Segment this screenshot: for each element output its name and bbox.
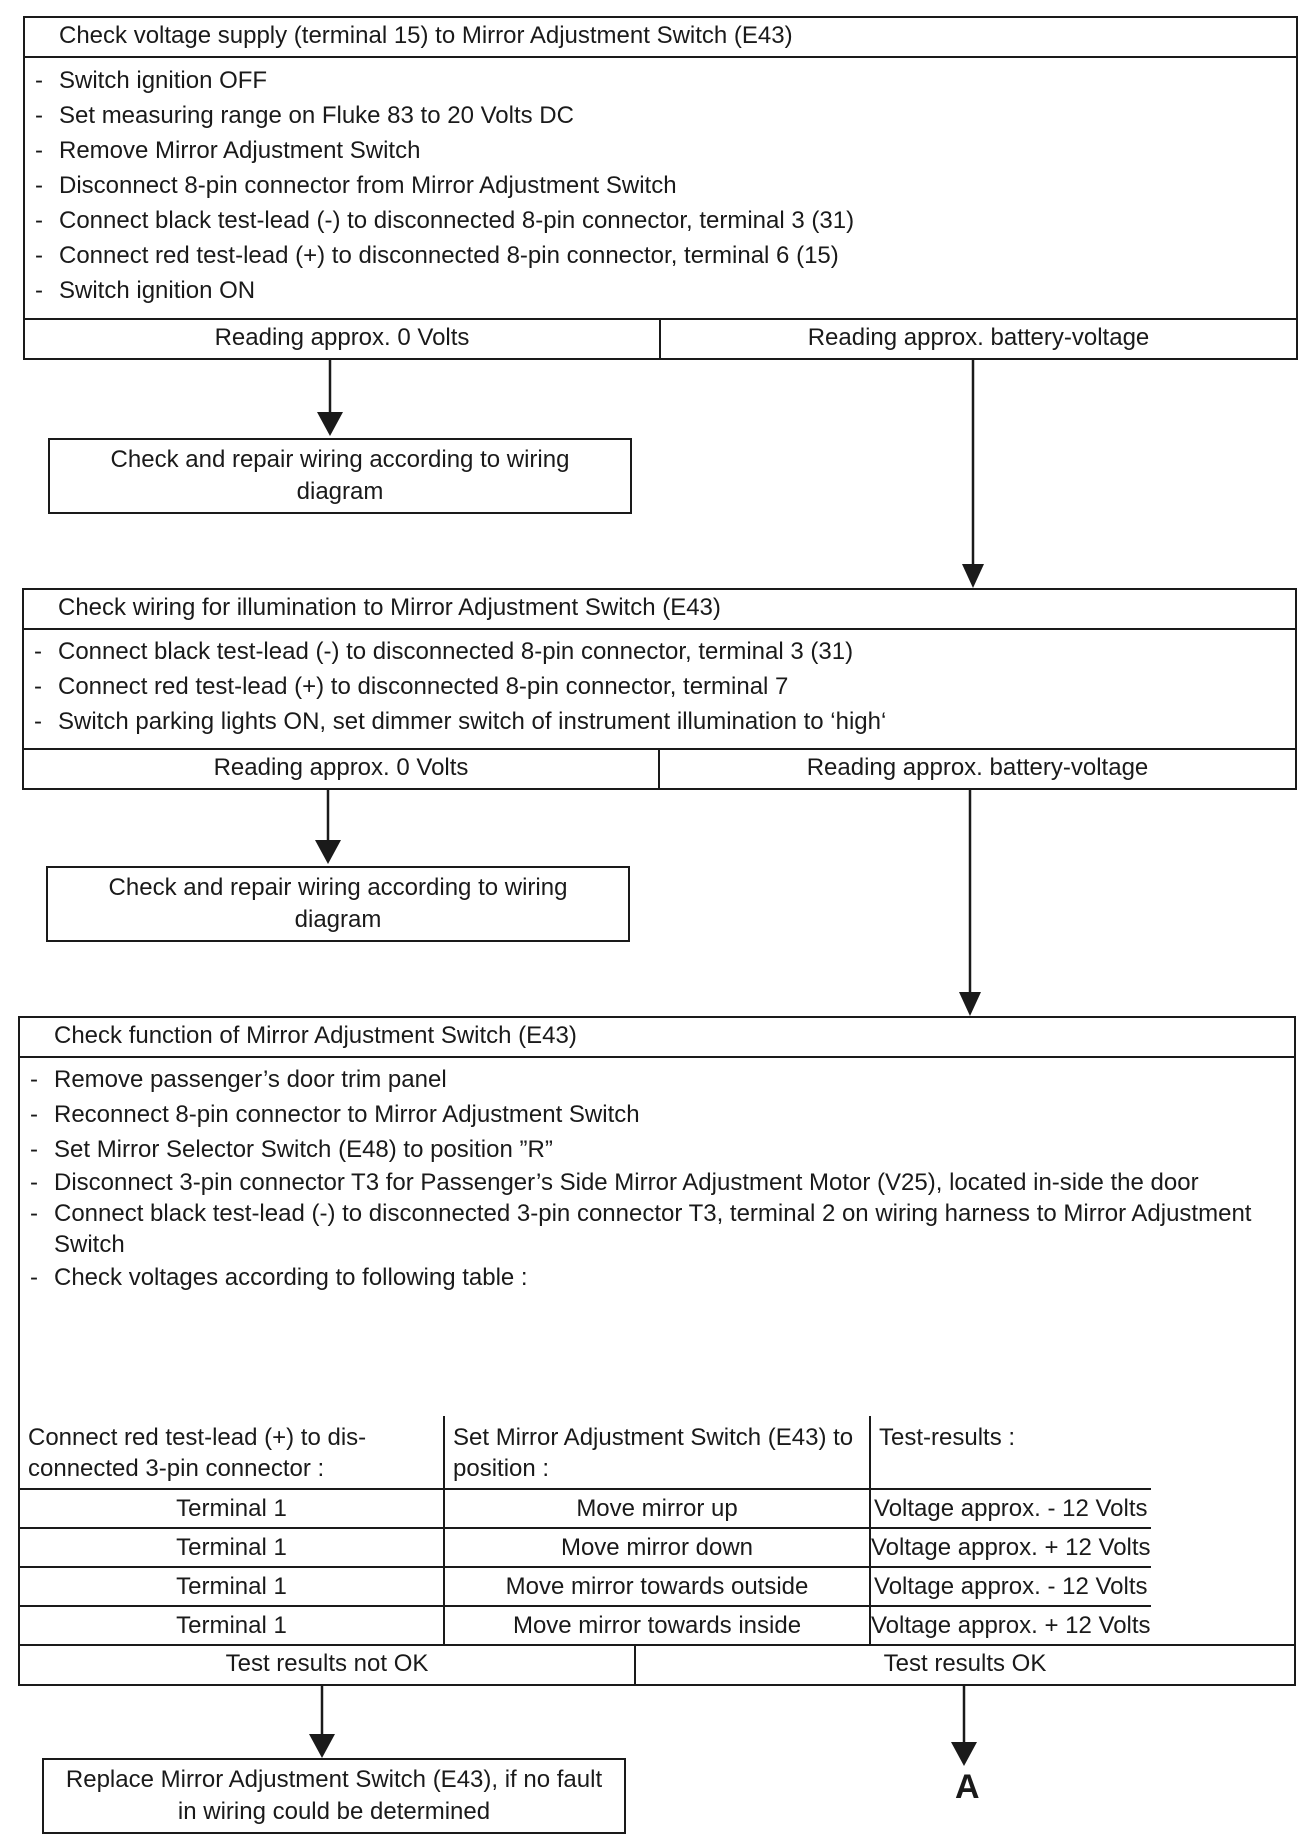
- column-header-terminal: Connect red test-lead (+) to dis-connect…: [20, 1416, 445, 1489]
- table-cell: Voltage approx. - 12 Volts: [870, 1488, 1151, 1528]
- voltage-supply-steps: Switch ignition OFF Set measuring range …: [25, 63, 1296, 308]
- step-item: Reconnect 8-pin connector to Mirror Adju…: [20, 1097, 1294, 1132]
- outcome-0-volts: Reading approx. 0 Volts: [25, 320, 661, 358]
- switch-function-steps: Remove passenger’s door trim panel Recon…: [20, 1062, 1294, 1295]
- table-row: Terminal 1 Move mirror down Voltage appr…: [20, 1527, 1151, 1567]
- repair-wiring-action-1: Check and repair wiring according to wir…: [48, 438, 632, 514]
- outcome-battery-voltage: Reading approx. battery-voltage: [807, 324, 1150, 351]
- step-item: Check voltages according to following ta…: [20, 1260, 1294, 1295]
- step-item: Remove passenger’s door trim panel: [20, 1062, 1294, 1097]
- step-item: Disconnect 8-pin connector from Mirror A…: [25, 168, 1296, 203]
- table-cell: Voltage approx. - 12 Volts: [870, 1566, 1151, 1606]
- column-header-position: Set Mirror Adjustment Switch (E43) to po…: [444, 1416, 871, 1489]
- step-item: Switch ignition ON: [25, 273, 1296, 308]
- voltage-supply-outcomes: Reading approx. 0 Volts Reading approx. …: [25, 318, 1296, 358]
- table-header-row: Connect red test-lead (+) to dis-connect…: [20, 1416, 1151, 1489]
- table-row: Terminal 1 Move mirror towards inside Vo…: [20, 1605, 1151, 1644]
- table-cell: Move mirror towards inside: [444, 1605, 871, 1644]
- table-cell: Terminal 1: [20, 1566, 445, 1606]
- table-row: Terminal 1 Move mirror up Voltage approx…: [20, 1488, 1151, 1528]
- step-item: Connect black test-lead (-) to disconnec…: [24, 634, 1295, 669]
- table-cell: Terminal 1: [20, 1605, 445, 1644]
- illumination-outcomes: Reading approx. 0 Volts Reading approx. …: [24, 748, 1295, 788]
- step-item: Connect black test-lead (-) to disconnec…: [20, 1198, 1294, 1260]
- outcome-battery-voltage: Reading approx. battery-voltage: [806, 754, 1149, 781]
- repair-wiring-action-2: Check and repair wiring according to wir…: [46, 866, 630, 942]
- table-cell: Voltage approx. + 12 Volts: [870, 1605, 1151, 1644]
- outcome-ok: Test results OK: [883, 1650, 1047, 1677]
- table-cell: Terminal 1: [20, 1527, 445, 1567]
- table-cell: Move mirror towards outside: [444, 1566, 871, 1606]
- table-cell: Move mirror down: [444, 1527, 871, 1567]
- step-item: Switch ignition OFF: [25, 63, 1296, 98]
- table-cell: Move mirror up: [444, 1488, 871, 1528]
- step-item: Connect red test-lead (+) to disconnecte…: [24, 669, 1295, 704]
- outcome-not-ok: Test results not OK: [20, 1646, 636, 1684]
- table-cell: Terminal 1: [20, 1488, 445, 1528]
- switch-function-check-title: Check function of Mirror Adjustment Swit…: [20, 1018, 1294, 1058]
- step-item: Set Mirror Selector Switch (E48) to posi…: [20, 1132, 1294, 1167]
- illumination-check-title: Check wiring for illumination to Mirror …: [24, 590, 1295, 630]
- voltage-supply-check-box: Check voltage supply (terminal 15) to Mi…: [23, 16, 1298, 360]
- continue-to-a-label: A: [955, 1768, 980, 1806]
- voltage-supply-check-title: Check voltage supply (terminal 15) to Mi…: [25, 18, 1296, 58]
- step-item: Switch parking lights ON, set dimmer swi…: [24, 704, 1295, 739]
- step-item: Set measuring range on Fluke 83 to 20 Vo…: [25, 98, 1296, 133]
- table-row: Terminal 1 Move mirror towards outside V…: [20, 1566, 1151, 1606]
- step-item: Connect black test-lead (-) to disconnec…: [25, 203, 1296, 238]
- switch-function-check-box: Check function of Mirror Adjustment Swit…: [18, 1016, 1296, 1686]
- outcome-0-volts: Reading approx. 0 Volts: [24, 750, 660, 788]
- illumination-steps: Connect black test-lead (-) to disconnec…: [24, 634, 1295, 739]
- table-cell: Voltage approx. + 12 Volts: [870, 1527, 1151, 1567]
- step-item: Connect red test-lead (+) to disconnecte…: [25, 238, 1296, 273]
- step-item: Disconnect 3-pin connector T3 for Passen…: [20, 1167, 1294, 1198]
- switch-function-outcomes: Test results not OK Test results OK: [20, 1644, 1294, 1684]
- voltage-test-table: Connect red test-lead (+) to dis-connect…: [20, 1416, 1151, 1644]
- illumination-check-box: Check wiring for illumination to Mirror …: [22, 588, 1297, 790]
- step-item: Remove Mirror Adjustment Switch: [25, 133, 1296, 168]
- replace-switch-action: Replace Mirror Adjustment Switch (E43), …: [42, 1758, 626, 1834]
- column-header-results: Test-results :: [879, 1424, 1016, 1451]
